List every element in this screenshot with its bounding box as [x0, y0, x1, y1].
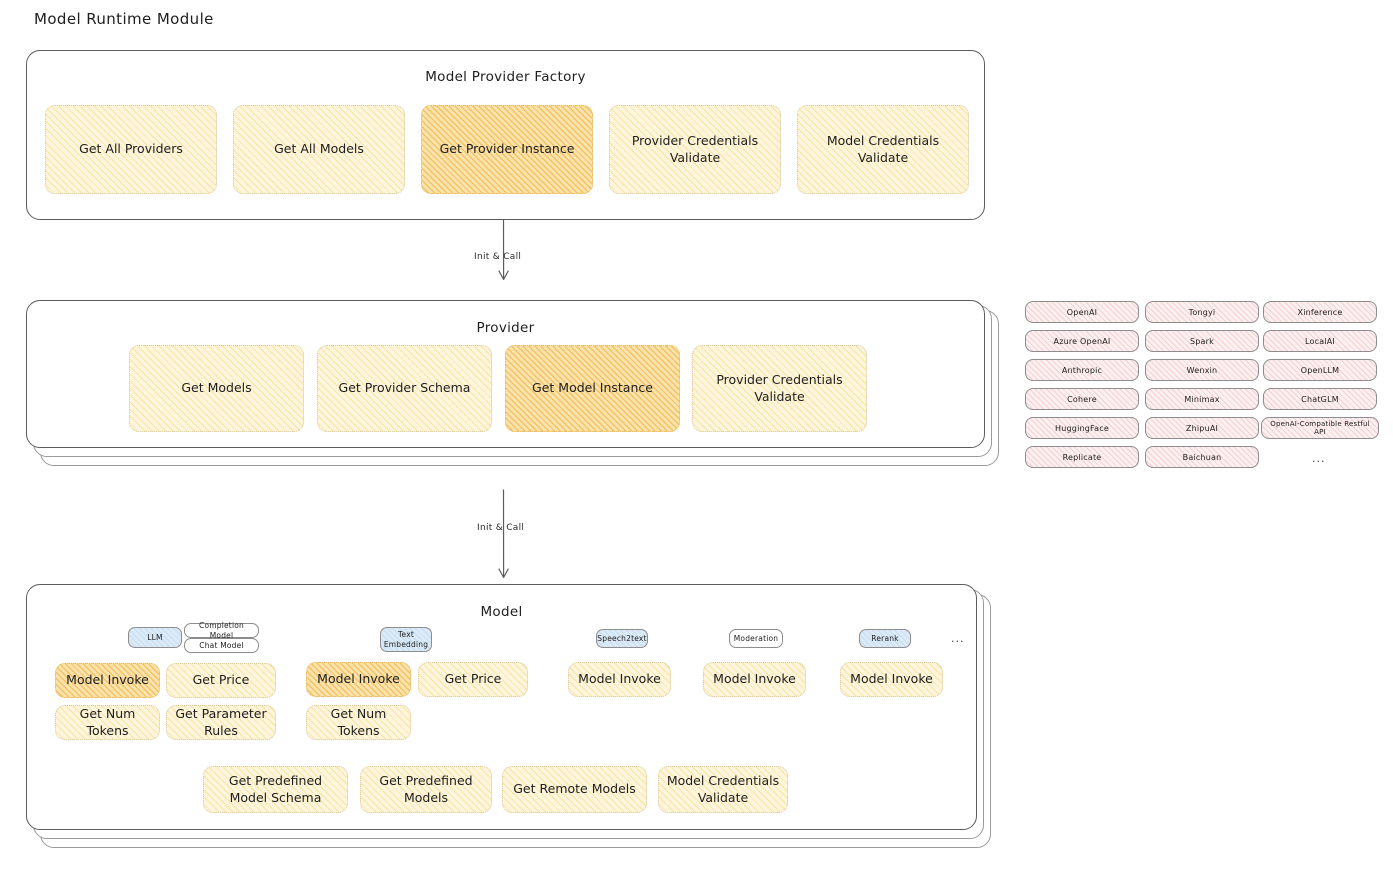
provider-pill-spark[interactable]: Spark — [1145, 330, 1259, 352]
node-model-credentials-validate-2[interactable]: Model Credentials Validate — [658, 766, 788, 813]
provider-list-ellipsis: ... — [1312, 452, 1326, 465]
provider-pill-replicate[interactable]: Replicate — [1025, 446, 1139, 468]
provider-pill-tongyi[interactable]: Tongyi — [1145, 301, 1259, 323]
model-sub-badge-chat-model[interactable]: Chat Model — [184, 638, 259, 653]
provider-pill-zhipuai[interactable]: ZhipuAI — [1145, 417, 1259, 439]
provider-pill-openllm[interactable]: OpenLLM — [1263, 359, 1377, 381]
node-get-all-providers[interactable]: Get All Providers — [45, 105, 217, 194]
model-type-badge-rerank[interactable]: Rerank — [859, 629, 911, 648]
model-provider-factory-title: Model Provider Factory — [425, 69, 586, 85]
node-get-provider-instance[interactable]: Get Provider Instance — [421, 105, 593, 194]
node-model-credentials-validate[interactable]: Model Credentials Validate — [797, 105, 969, 194]
provider-pill-azure-openai[interactable]: Azure OpenAI — [1025, 330, 1139, 352]
provider-pill-wenxin[interactable]: Wenxin — [1145, 359, 1259, 381]
model-types-ellipsis: ... — [951, 632, 965, 645]
node-provider-credentials-validate-2[interactable]: Provider Credentials Validate — [692, 345, 867, 432]
model-sub-badge-completion-model[interactable]: Completion Model — [184, 621, 259, 640]
model-type-badge-llm[interactable]: LLM — [128, 627, 182, 648]
connector-provider-to-model-arrow — [498, 489, 509, 579]
connector-label-init-and-call-2: Init & Call — [477, 523, 525, 533]
node-moderation-model-invoke[interactable]: Model Invoke — [703, 662, 806, 697]
model-title: Model — [480, 604, 523, 620]
node-speech2text-model-invoke[interactable]: Model Invoke — [568, 662, 671, 697]
node-rerank-model-invoke[interactable]: Model Invoke — [840, 662, 943, 697]
provider-title: Provider — [476, 320, 535, 336]
node-provider-credentials-validate[interactable]: Provider Credentials Validate — [609, 105, 781, 194]
node-text-embedding-model-invoke[interactable]: Model Invoke — [306, 662, 411, 697]
connector-label-init-and-call-1: Init & Call — [474, 252, 522, 262]
provider-pill-cohere[interactable]: Cohere — [1025, 388, 1139, 410]
provider-pill-openai[interactable]: OpenAI — [1025, 301, 1139, 323]
node-text-embedding-get-price[interactable]: Get Price — [418, 662, 528, 697]
node-llm-get-parameter-rules[interactable]: Get Parameter Rules — [166, 705, 276, 740]
model-type-badge-speech2text[interactable]: Speech2text — [596, 629, 648, 648]
provider-pill-localai[interactable]: LocalAI — [1263, 330, 1377, 352]
provider-pill-openai-compatible-restful-api[interactable]: OpenAI-Compatible Restful API — [1261, 417, 1379, 439]
node-llm-get-num-tokens[interactable]: Get Num Tokens — [55, 705, 160, 740]
node-get-predefined-models[interactable]: Get Predefined Models — [360, 766, 492, 813]
model-type-badge-text-embedding[interactable]: Text Embedding — [380, 627, 432, 652]
node-get-all-models[interactable]: Get All Models — [233, 105, 405, 194]
node-llm-get-price[interactable]: Get Price — [166, 663, 276, 698]
provider-pill-huggingface[interactable]: HuggingFace — [1025, 417, 1139, 439]
node-text-embedding-get-num-tokens[interactable]: Get Num Tokens — [306, 705, 411, 740]
provider-pill-xinference[interactable]: Xinference — [1263, 301, 1377, 323]
connector-factory-to-provider-arrow — [498, 219, 509, 281]
model-type-badge-moderation[interactable]: Moderation — [729, 629, 783, 648]
node-get-provider-schema[interactable]: Get Provider Schema — [317, 345, 492, 432]
node-get-remote-models[interactable]: Get Remote Models — [502, 766, 647, 813]
node-get-predefined-model-schema[interactable]: Get Predefined Model Schema — [203, 766, 348, 813]
provider-pill-minimax[interactable]: Minimax — [1145, 388, 1259, 410]
provider-pill-anthropic[interactable]: Anthropic — [1025, 359, 1139, 381]
node-llm-model-invoke[interactable]: Model Invoke — [55, 663, 160, 698]
provider-pill-baichuan[interactable]: Baichuan — [1145, 446, 1259, 468]
node-get-model-instance[interactable]: Get Model Instance — [505, 345, 680, 432]
node-get-models[interactable]: Get Models — [129, 345, 304, 432]
provider-pill-chatglm[interactable]: ChatGLM — [1263, 388, 1377, 410]
page-title: Model Runtime Module — [34, 10, 214, 28]
